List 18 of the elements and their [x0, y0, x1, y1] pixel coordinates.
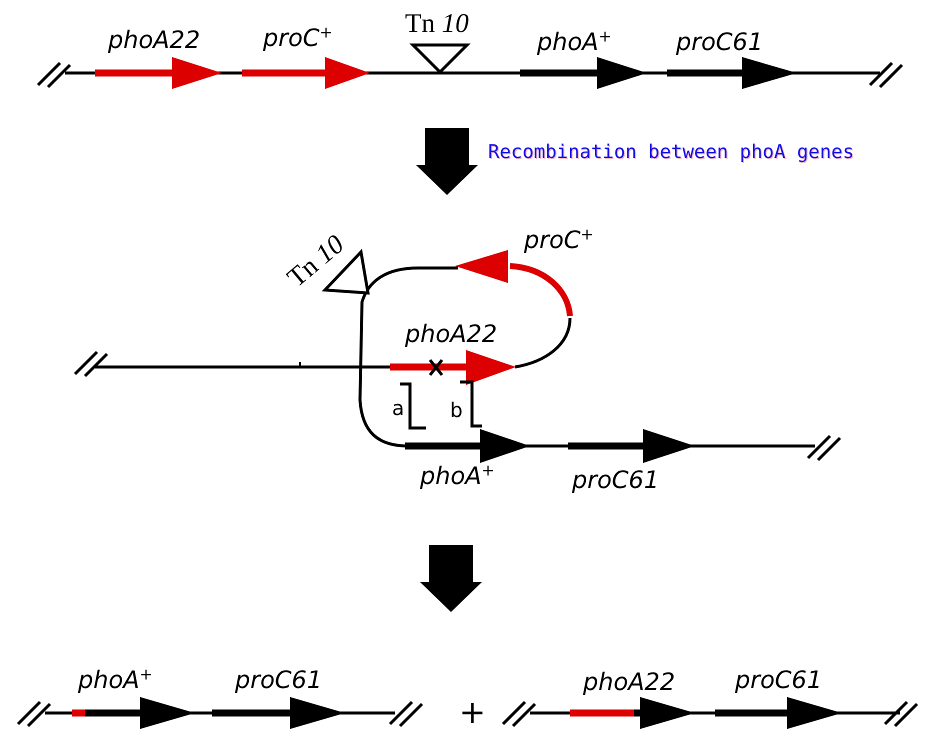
- gene-label: proC$^{+}$: [524, 228, 594, 252]
- gene-label: phoA$^{+}$: [537, 30, 612, 54]
- gene-label: phoA22: [405, 322, 498, 346]
- gene-label: phoA$^{+}$: [78, 668, 153, 692]
- gene-label: proC61: [676, 30, 764, 54]
- gene-label: proC61: [235, 668, 322, 692]
- transposon-label: Tn 10: [282, 230, 349, 292]
- plus-sign: +: [459, 696, 486, 728]
- gene-label: phoA22: [108, 28, 200, 52]
- gene-label: phoA22: [583, 670, 676, 694]
- segment-label: a: [392, 398, 404, 418]
- gene-label: phoA$^{+}$: [420, 464, 495, 488]
- gene-label: proC61: [735, 668, 822, 692]
- gene-label: proC61: [572, 468, 660, 492]
- segment-label: b: [450, 400, 463, 420]
- transposon-label: Tn 10: [405, 10, 469, 37]
- gene-label: proC$^{+}$: [263, 26, 333, 50]
- step-label: Recombination between phoA genes: [488, 143, 854, 162]
